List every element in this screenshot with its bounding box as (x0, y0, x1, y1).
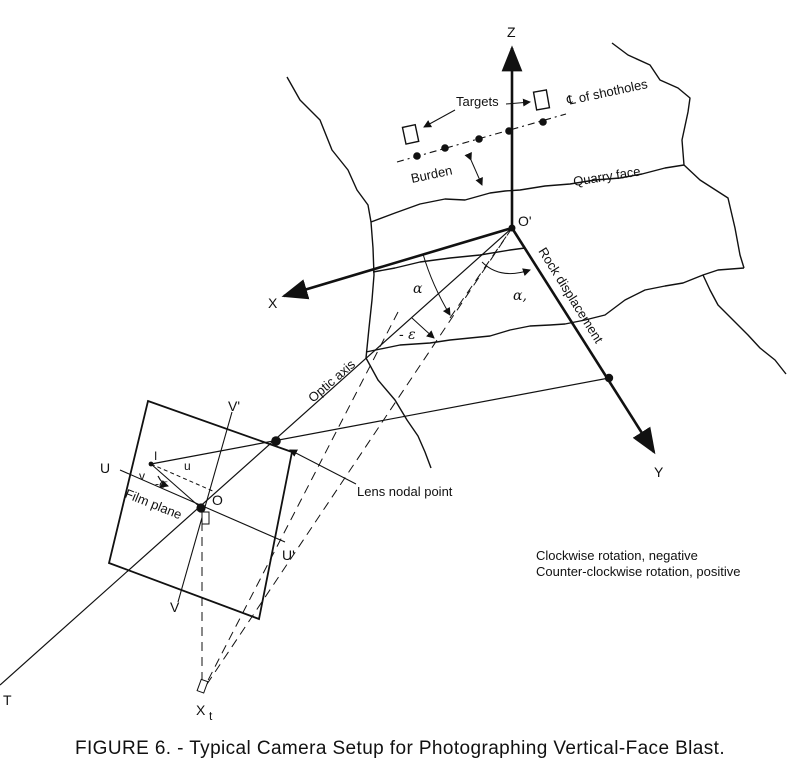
epsilon-arc (411, 317, 435, 339)
dashed-projection-long (202, 227, 513, 691)
quarry-mid-line (372, 247, 526, 273)
alpha-arc (422, 253, 451, 316)
quarry-face-bottom-edge (365, 267, 745, 353)
shothole (505, 127, 513, 135)
u-component-line (150, 463, 216, 493)
v-small-label: v (139, 469, 145, 483)
film-plane (107, 399, 294, 621)
rotation-notes: Clockwise rotation, negative Counter-clo… (536, 548, 740, 580)
v-axis-label: V (170, 599, 180, 615)
optic-axis-label: Optic axis (305, 356, 358, 405)
u-prime-label: U' (282, 547, 295, 563)
ray-to-image-point (150, 377, 610, 465)
rock-displacement-label: Rock displacement (535, 245, 606, 346)
right-angle-marker (201, 511, 210, 525)
targets-pointer-right (505, 98, 531, 107)
note-counterclockwise: Counter-clockwise rotation, positive (536, 564, 741, 579)
sigma-arc (157, 475, 169, 488)
figure-caption: FIGURE 6. - Typical Camera Setup for Pho… (74, 738, 726, 759)
target-left (401, 123, 420, 145)
quarry-face-label: Quarry face (572, 164, 641, 189)
image-point-line (150, 463, 202, 509)
terrain-left-edge (286, 76, 432, 469)
shotholes-label: ℄ of shotholes (565, 76, 650, 108)
burden-label: Burden (410, 163, 454, 186)
y-axis-label: Y (654, 464, 664, 480)
xt-marker (196, 678, 209, 694)
epsilon-label: - ε (399, 327, 416, 343)
note-clockwise: Clockwise rotation, negative (536, 548, 698, 563)
t-point-label: T (3, 692, 12, 708)
terrain-right-edge (611, 42, 745, 269)
v-prime-label: V' (228, 398, 240, 414)
xt-label: X (196, 702, 206, 718)
alpha1-label: α, (513, 288, 527, 304)
rock-displacement-point (604, 373, 614, 383)
origin-prime-point (508, 224, 516, 232)
targets-label: Targets (456, 94, 499, 109)
lens-nodal-point (271, 436, 281, 446)
u-small-label: u (184, 459, 191, 473)
shothole-line (396, 113, 567, 163)
terrain-bottom-right (702, 274, 787, 375)
shothole (475, 135, 483, 143)
alpha1-arc (481, 261, 531, 277)
burden-arrow (464, 151, 483, 186)
quarry-terrain (286, 42, 787, 469)
lens-nodal-point-label: Lens nodal point (357, 484, 453, 499)
alpha-label: α (413, 281, 423, 297)
x-axis-label: X (268, 295, 278, 311)
quarry-face-top-edge (370, 164, 685, 223)
image-point-label: I (154, 449, 157, 463)
epsilon-dashed (449, 227, 513, 319)
image-point (148, 461, 154, 467)
shothole (413, 152, 421, 160)
shothole (539, 118, 547, 126)
shothole (441, 144, 449, 152)
z-axis-label: Z (507, 24, 516, 40)
dashed-projection-short (202, 311, 399, 691)
film-origin-point (196, 503, 206, 513)
x-axis-line (281, 226, 513, 300)
optic-axis-line (0, 227, 513, 686)
origin-prime-label: O' (518, 213, 532, 229)
lens-nodal-pointer (289, 449, 357, 485)
y-axis-line (510, 227, 656, 455)
film-origin-label: O (212, 492, 223, 508)
target-right (532, 89, 551, 111)
u-axis-label: U (100, 460, 110, 476)
sigma-label: -σ (155, 477, 168, 491)
xt-subscript: t (209, 709, 213, 723)
targets-pointer-left (423, 109, 456, 128)
